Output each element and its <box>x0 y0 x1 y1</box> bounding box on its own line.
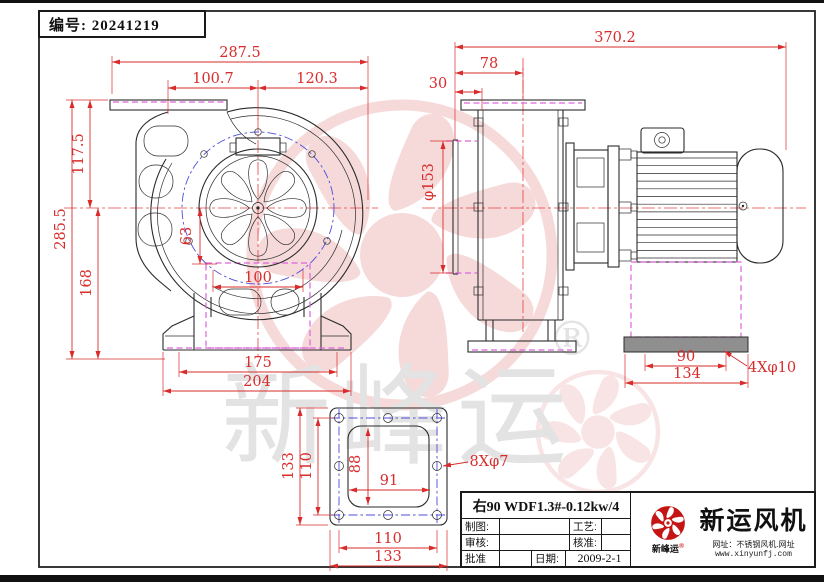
dim-label: 78 <box>480 56 498 72</box>
sheet-frame <box>38 10 816 568</box>
dim-label: 8Xφ7 <box>470 454 509 470</box>
dim-label: 30 <box>429 76 447 92</box>
dim-label: 133 <box>374 549 402 565</box>
draw-value <box>500 519 570 534</box>
motor-end-cap <box>736 148 784 264</box>
dim-label: 168 <box>79 269 95 297</box>
dim-label: 88 <box>348 455 364 473</box>
registered-mark-icon: ® <box>678 541 685 550</box>
check-label: 审核: <box>462 535 500 550</box>
side-view: 370.2 78 30 φ153 90 134 4Xφ10 <box>421 30 806 388</box>
title-block-table: 右90 WDF1.3#-0.12kw/4 制图: 工艺: 审核: 核准: 批准 … <box>462 493 631 566</box>
standard-value <box>602 535 630 550</box>
date-label: 日期: <box>532 551 566 566</box>
approve-value <box>500 551 532 566</box>
watermark-layer: 新峰运 ® <box>221 99 661 495</box>
serial-number-text: 编号: 20241219 <box>49 17 160 34</box>
process-value <box>602 519 630 534</box>
dim-label: 175 <box>244 355 272 371</box>
dim-label: 117.5 <box>71 133 87 175</box>
company-name: 新运风机 <box>699 507 808 535</box>
title-block-row: 审核: 核准: <box>462 535 630 551</box>
dim-label: 133 <box>281 452 297 480</box>
dim-label: 110 <box>374 531 402 547</box>
flange-view: 133 110 88 91 8Xφ7 110 133 <box>281 407 509 571</box>
dim-label: 134 <box>673 366 701 382</box>
title-block-row: 制图: 工艺: <box>462 519 630 535</box>
date-value: 2009-2-1 <box>577 551 622 565</box>
draw-label: 制图: <box>462 519 500 534</box>
dim-label: 90 <box>677 349 695 365</box>
company-logo: 新峰运® <box>639 505 697 555</box>
top-border-bar <box>0 0 824 3</box>
dim-label: 91 <box>380 473 398 489</box>
dim-label: 100 <box>244 270 272 286</box>
dim-label: 4Xφ10 <box>748 360 796 376</box>
title-block-row: 批准 日期: 2009-2-1 <box>462 551 630 566</box>
company-block: 新峰运® 新运风机 网址：不锈钢风机.网址 www.xinyunfj.com <box>631 493 814 566</box>
dim-label: φ153 <box>421 163 437 201</box>
watermark-fan-logo <box>246 99 558 411</box>
company-info: 新运风机 网址：不锈钢风机.网址 www.xinyunfj.com <box>697 501 810 559</box>
standard-label: 核准: <box>570 535 602 550</box>
dim-label: 370.2 <box>594 30 636 46</box>
bottom-border-bar <box>0 575 824 582</box>
dim-label: 63 <box>179 227 195 245</box>
front-view: 287.5 100.7 120.3 117.5 285.5 168 63 100… <box>53 45 378 396</box>
company-site-line1: 网址：不锈钢风机.网址 <box>712 539 795 549</box>
company-brand: 新峰运® <box>651 541 685 554</box>
title-block: 右90 WDF1.3#-0.12kw/4 制图: 工艺: 审核: 核准: 批准 … <box>460 491 816 568</box>
process-label: 工艺: <box>570 519 602 534</box>
dim-label: 204 <box>243 374 271 390</box>
dim-label: 100.7 <box>192 71 234 87</box>
dim-label: 110 <box>299 452 315 480</box>
dim-label: 285.5 <box>53 208 69 250</box>
junction-box <box>640 127 685 154</box>
serial-number-box: 编号: 20241219 <box>38 10 206 38</box>
motor-base-plate <box>623 336 749 353</box>
motor-base-phantom <box>630 261 742 338</box>
company-fan-logo-icon <box>651 505 685 540</box>
model-designation: 右90 WDF1.3#-0.12kw/4 <box>462 493 630 519</box>
approve-label: 批准 <box>462 551 500 566</box>
inlet-box-phantom <box>205 262 311 349</box>
check-value <box>500 535 570 550</box>
dim-label: 120.3 <box>296 71 338 87</box>
company-site-line2: www.xinyunfj.com <box>715 549 792 559</box>
motor <box>636 127 784 264</box>
dim-label: 287.5 <box>219 45 261 61</box>
